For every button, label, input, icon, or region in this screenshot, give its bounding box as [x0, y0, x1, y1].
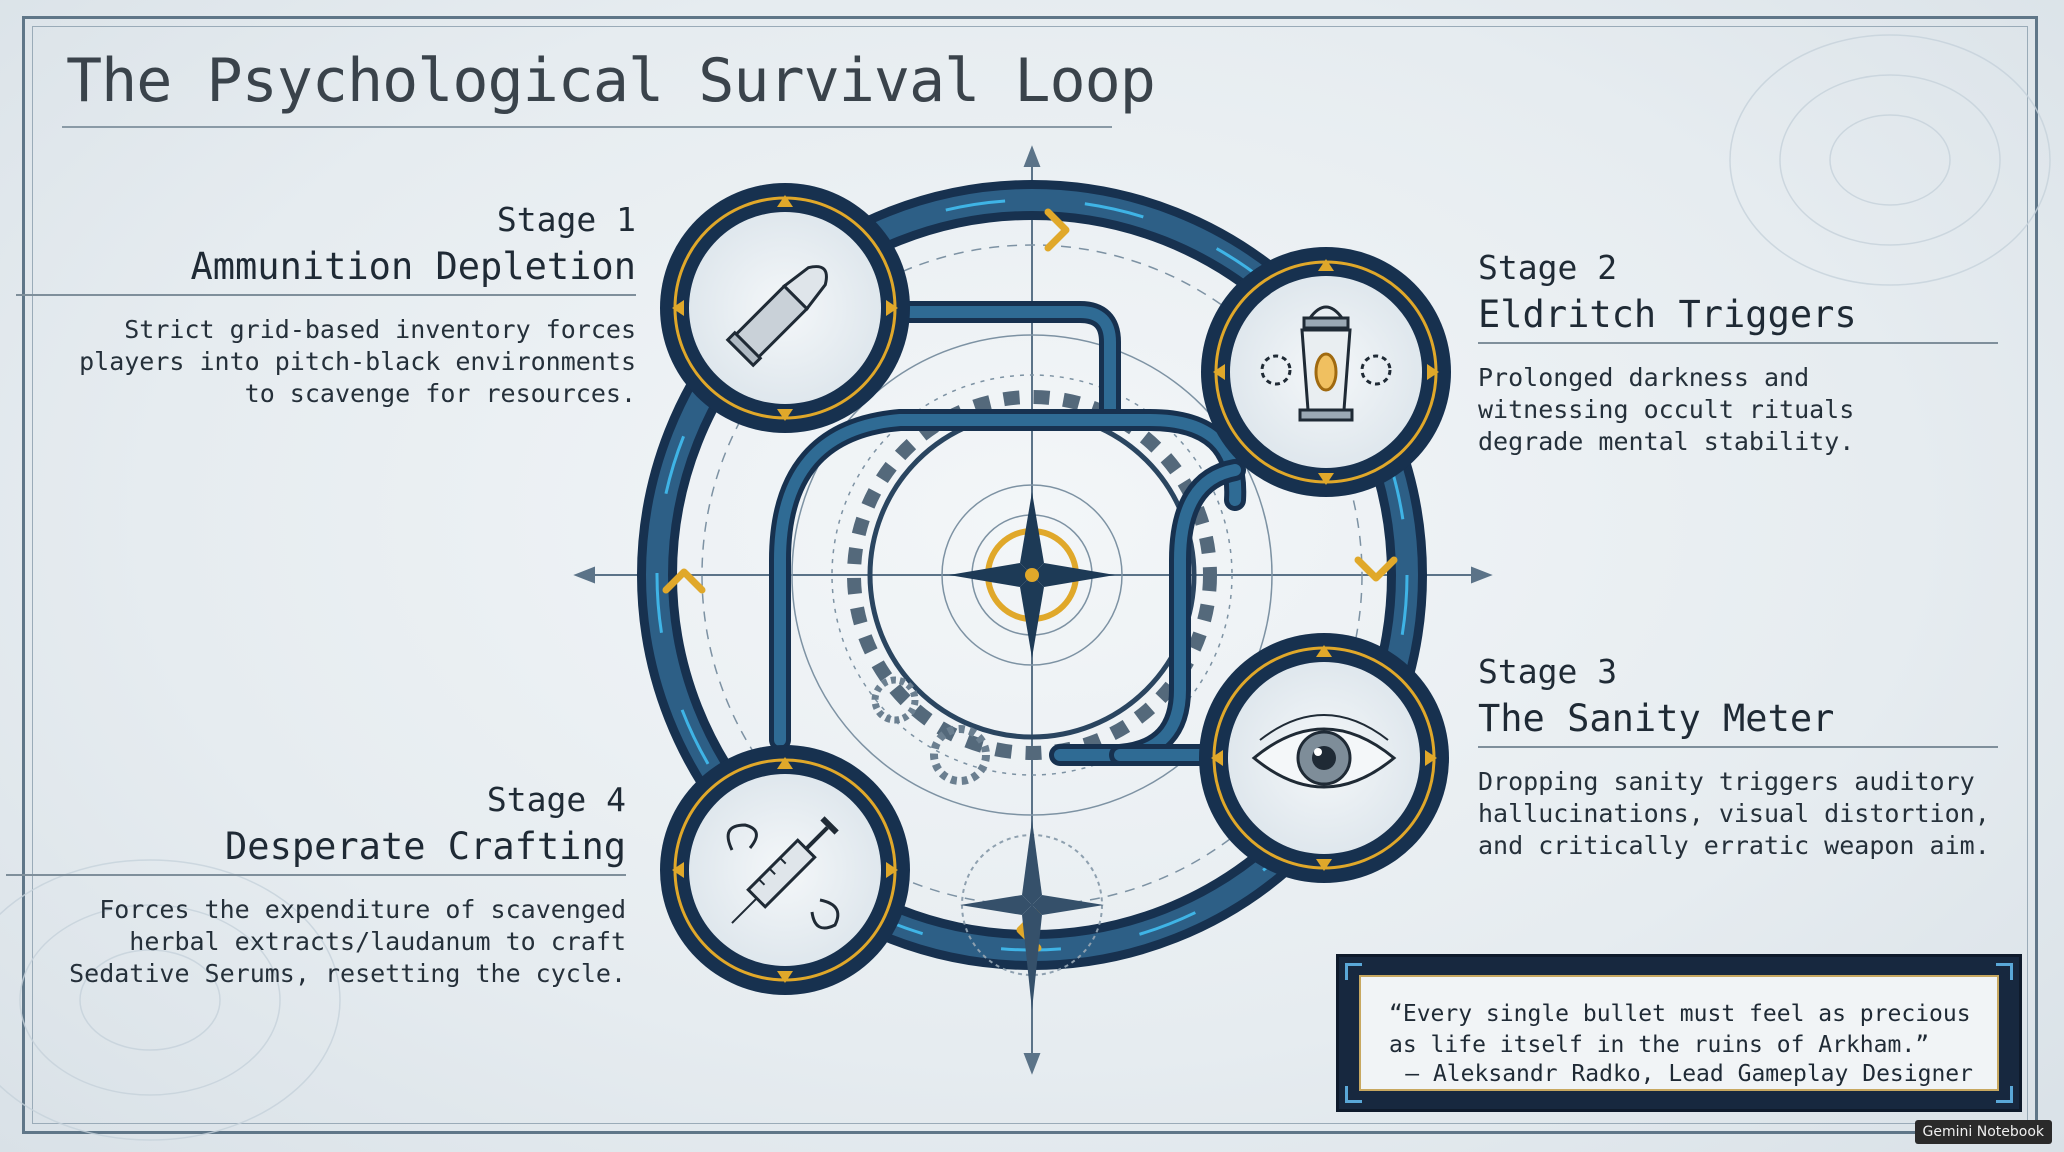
quote-corner	[1345, 963, 1362, 980]
contour-lines	[0, 34, 2051, 1141]
outer-frame	[22, 16, 2038, 1134]
stage-2-name: Eldritch Triggers	[1478, 293, 1857, 336]
blueprint-circles	[701, 244, 1363, 906]
pipe-network	[769, 301, 1247, 766]
stage4-medallion	[660, 745, 910, 995]
gemini-notebook-watermark: Gemini Notebook	[1914, 1120, 2052, 1144]
stage-2-block: Stage 2 Eldritch Triggers Prolonged dark…	[1478, 248, 1998, 458]
stage-4-name: Desperate Crafting	[225, 825, 626, 868]
stage3-medallion	[1199, 633, 1449, 883]
stage-2-description: Prolonged darkness and witnessing occult…	[1478, 363, 1855, 456]
stage1-medallion	[660, 183, 910, 433]
inner-frame	[32, 26, 2028, 1124]
quote-box: “Every single bullet must feel as precio…	[1336, 954, 2022, 1112]
quote-corner	[1996, 1086, 2013, 1103]
stage-1-rule	[16, 294, 636, 296]
syringe-icon	[726, 816, 840, 930]
stage-1-block: Stage 1 Ammunition Depletion Strict grid…	[16, 200, 636, 410]
stage-2-rule	[1478, 342, 1998, 344]
quote-text: “Every single bullet must feel as precio…	[1389, 1001, 1971, 1058]
quote-panel: “Every single bullet must feel as precio…	[1359, 975, 1999, 1091]
arrow-right-top	[1044, 208, 1070, 252]
arrow-down-right	[1354, 556, 1398, 582]
lantern-icon	[1260, 305, 1392, 422]
arrow-up-left	[662, 568, 706, 594]
stage-3-block: Stage 3 The Sanity Meter Dropping sanity…	[1478, 652, 1998, 862]
bullet-icon	[725, 265, 828, 368]
stage-3-rule	[1478, 746, 1998, 748]
quote-corner	[1996, 963, 2013, 980]
stage-4-rule	[6, 874, 626, 876]
stage2-medallion	[1201, 247, 1451, 497]
page-title: The Psychological Survival Loop	[66, 46, 1156, 116]
quote-attribution: – Aleksandr Radko, Lead Gameplay Designe…	[1405, 1061, 1973, 1087]
stage-4-block: Stage 4 Desperate Crafting Forces the ex…	[6, 780, 626, 990]
stage-1-name: Ammunition Depletion	[190, 245, 636, 288]
stage-3-description: Dropping sanity triggers auditory halluc…	[1478, 767, 1990, 860]
stage-1-number: Stage 1	[496, 200, 636, 239]
compass-rose-icon	[949, 492, 1115, 658]
stage-4-number: Stage 4	[486, 780, 626, 819]
stage-4-description: Forces the expenditure of scavenged herb…	[69, 895, 626, 988]
title-underline	[62, 126, 1112, 128]
stage-3-number: Stage 3	[1478, 652, 1618, 691]
stage-2-number: Stage 2	[1478, 248, 1618, 287]
watermark-label: Gemini Notebook	[1922, 1124, 2044, 1140]
stage-1-description: Strict grid-based inventory forces playe…	[79, 315, 636, 408]
lower-compass-icon	[960, 820, 1104, 1010]
quote-corner	[1345, 1086, 1362, 1103]
stage-3-name: The Sanity Meter	[1478, 697, 1835, 740]
eye-icon	[1251, 714, 1397, 789]
